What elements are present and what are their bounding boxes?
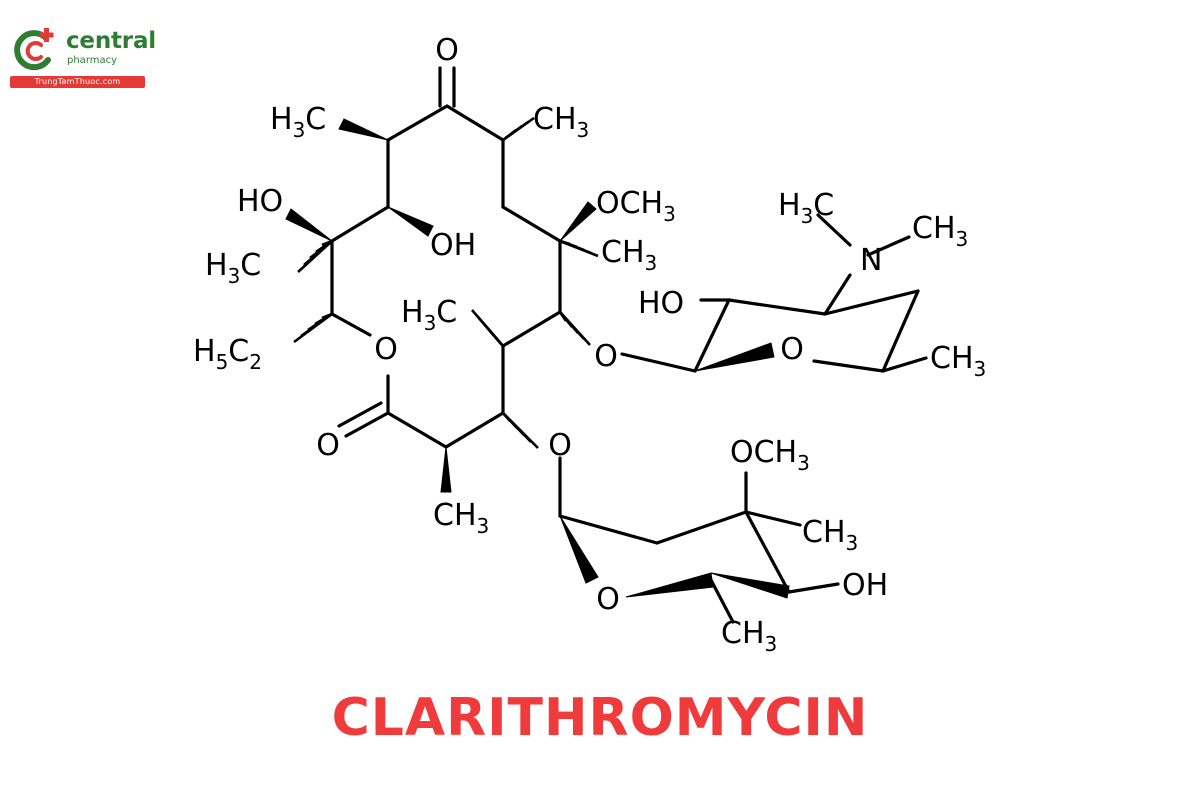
central-pharmacy-logo: central pharmacy TrungTamThuoc.com — [6, 24, 156, 94]
brand-name: central — [66, 28, 156, 54]
sugar-hydroxyl-label: HO — [638, 286, 684, 321]
glycosidic-oxygen-upper-label: O — [594, 339, 618, 374]
cladinose-hydroxyl-label: OH — [842, 568, 888, 603]
hydroxyl-left-label: HO — [237, 184, 283, 219]
desosamine-ring-oxygen-label: O — [780, 332, 804, 367]
cladinose-ring-oxygen-label: O — [596, 582, 620, 617]
amine-nitrogen-label: N — [860, 243, 882, 278]
desosamine-methyl-label: CH3 — [930, 341, 986, 381]
brand-url-bar: TrungTamThuoc.com — [10, 76, 145, 88]
cladinose-lower-methyl-label: CH3 — [721, 616, 777, 656]
methoxy-top-label: OCH3 — [596, 186, 676, 226]
macrolactone-ring — [285, 66, 599, 493]
cladinose-sugar — [558, 456, 840, 624]
methyl-mid-label: CH3 — [601, 235, 657, 275]
carbonyl-oxygen-label: O — [435, 33, 459, 68]
hydroxyl-center-label: OH — [430, 228, 476, 263]
bottom-methyl-label: CH3 — [433, 498, 489, 538]
n-methyl-left-label: H3C — [778, 188, 834, 228]
inner-methyl-label: H3C — [401, 295, 457, 335]
top-methyl-label: CH3 — [533, 102, 589, 142]
cladinose-methyl-label: CH3 — [802, 515, 858, 555]
glycosidic-oxygen-lower-label: O — [548, 428, 572, 463]
ethyl-label: H5C2 — [193, 334, 262, 374]
cladinose-methoxy-label: OCH3 — [730, 435, 810, 475]
lactone-oxygen-label: O — [316, 428, 340, 463]
brand-url: TrungTamThuoc.com — [34, 77, 121, 86]
pharmacy-cross-icon — [14, 28, 54, 71]
desosamine-sugar — [620, 213, 928, 373]
brand-subtitle: pharmacy — [67, 55, 118, 66]
compound-title: CLARITHROMYCIN — [331, 688, 869, 748]
n-methyl-right-label: CH3 — [912, 211, 968, 251]
top-left-methyl-label: H3C — [270, 102, 326, 142]
left-methyl-label: H3C — [205, 248, 261, 288]
ring-oxygen-label: O — [374, 332, 398, 367]
